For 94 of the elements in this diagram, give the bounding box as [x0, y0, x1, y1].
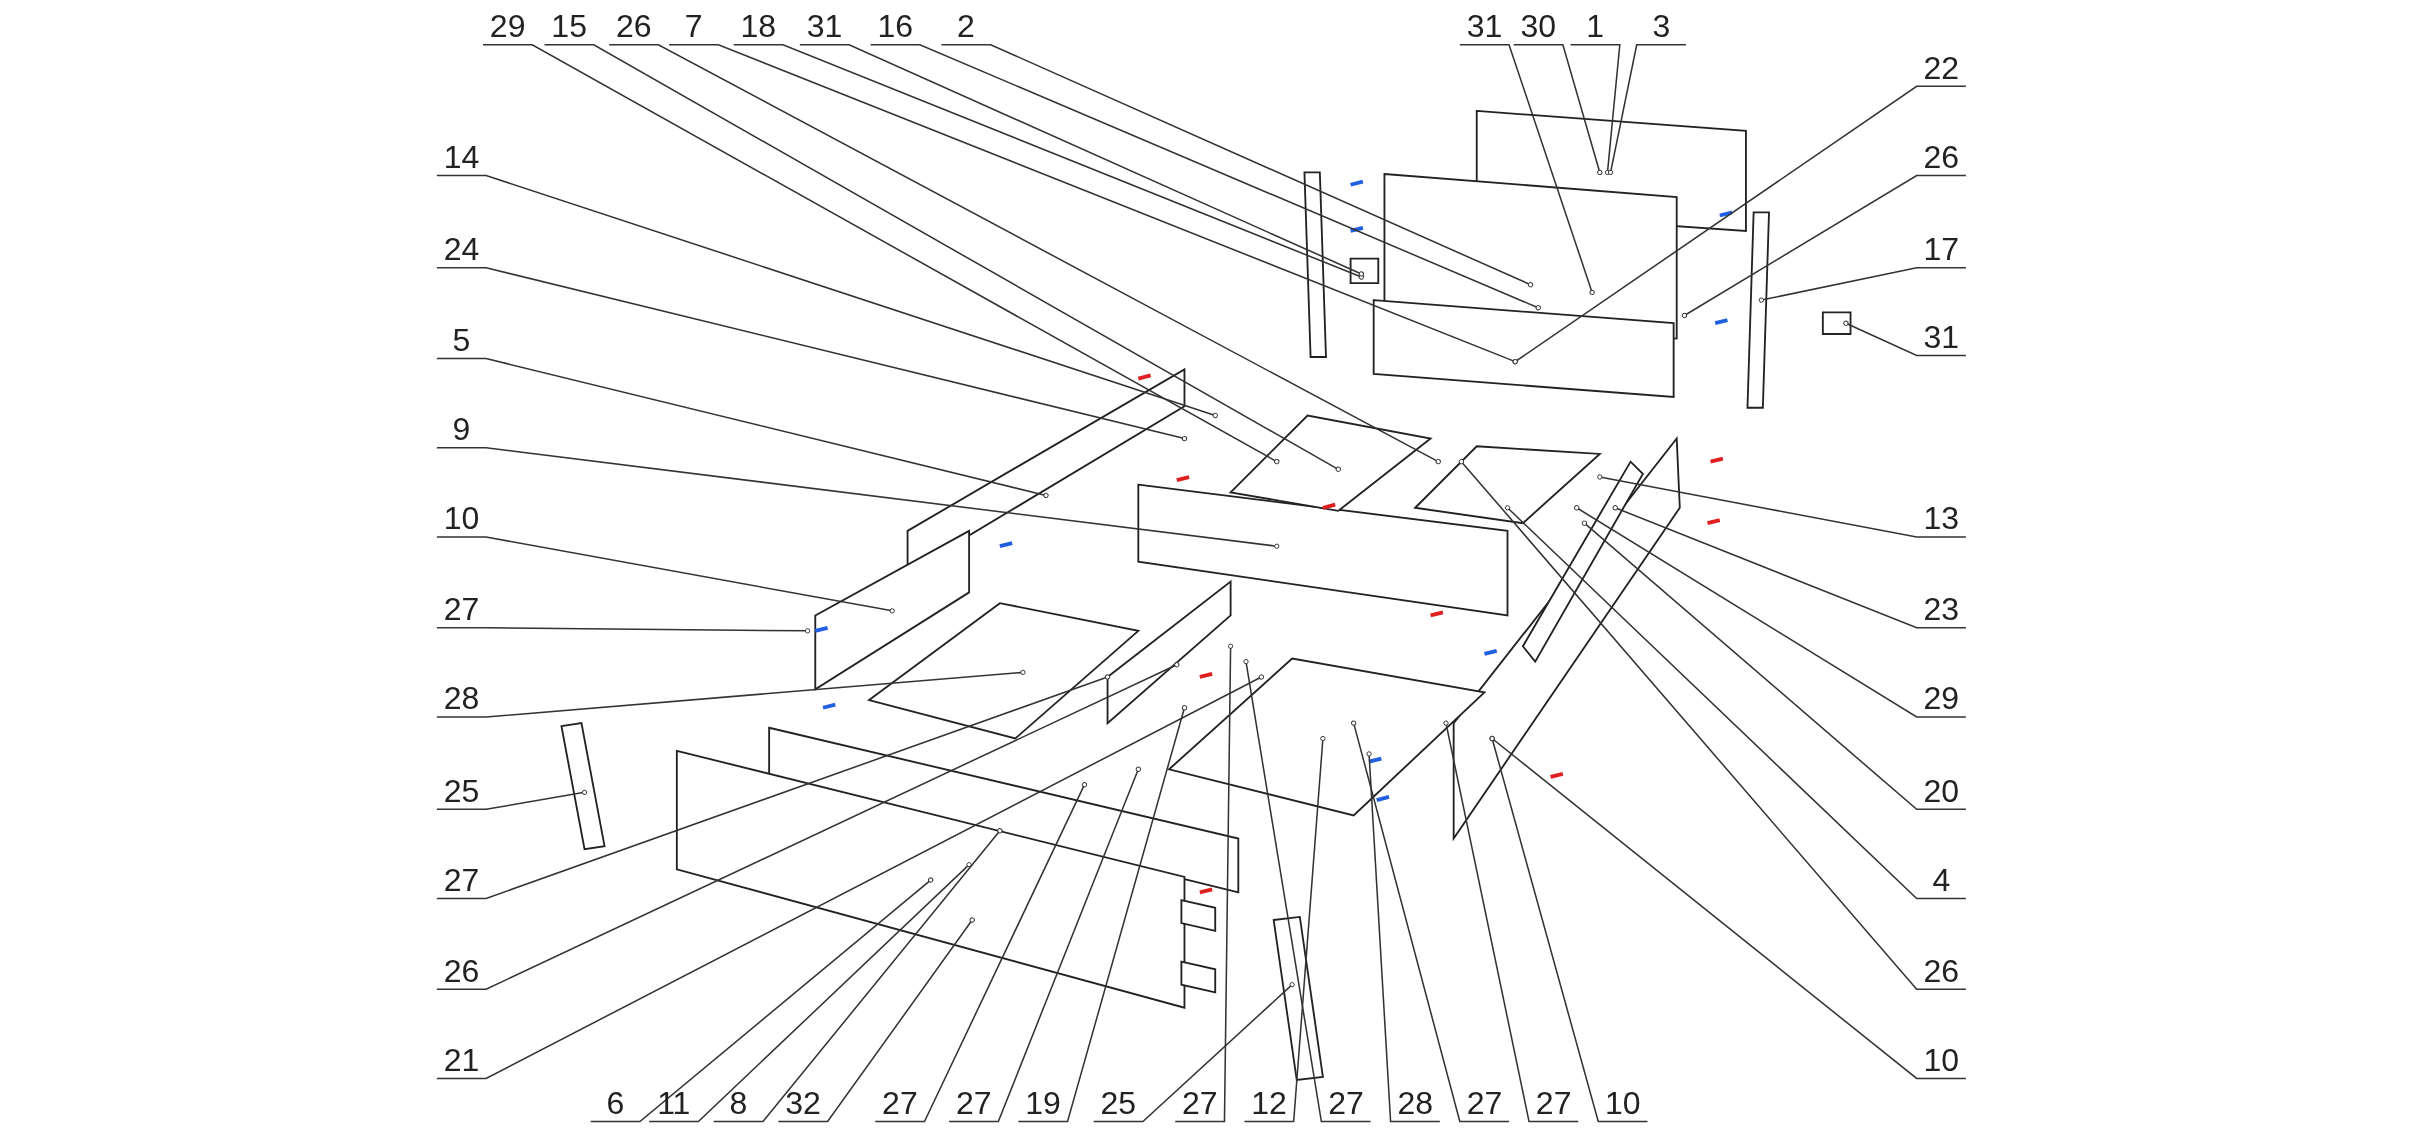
leader-line — [1243, 659, 1372, 1123]
callout-number: 22 — [1918, 50, 1965, 85]
leader-line — [648, 862, 972, 1123]
callout-number: 27 — [1322, 1086, 1369, 1120]
callout-number: 28 — [438, 681, 485, 716]
leader-line — [869, 44, 1541, 311]
callout-number: 29 — [484, 9, 531, 44]
leader-line — [436, 789, 588, 811]
leader-line — [589, 877, 934, 1123]
callout-number: 7 — [670, 9, 717, 44]
leader-line — [1243, 735, 1326, 1123]
leader-line — [436, 662, 1180, 990]
leader-line — [1569, 44, 1621, 176]
leader-line — [1758, 267, 1967, 303]
callout-number: 2 — [943, 9, 989, 44]
callout-number: 29 — [1918, 681, 1965, 716]
callout-number: 31 — [801, 9, 848, 44]
callout-number: 32 — [779, 1086, 826, 1120]
callout-number: 26 — [1918, 139, 1965, 174]
callout-number: 31 — [1918, 319, 1965, 354]
leader-line — [1681, 174, 1967, 319]
callout-number: 15 — [546, 9, 593, 44]
leader-line — [608, 44, 1441, 465]
callout-number: 27 — [438, 592, 485, 627]
leader-line — [436, 674, 1111, 900]
callout-number: 25 — [438, 773, 485, 808]
leader-line — [436, 174, 1218, 419]
leader-line — [1574, 505, 1967, 718]
callout-number: 5 — [438, 323, 485, 358]
leader-line — [1581, 520, 1967, 811]
leader-line — [436, 674, 1264, 1080]
callout-number: 26 — [1918, 953, 1965, 988]
callout-number: 1 — [1572, 9, 1619, 44]
callout-number: 18 — [735, 9, 782, 44]
callout-number: 21 — [438, 1042, 485, 1077]
callout-number: 27 — [876, 1086, 923, 1120]
leader-line — [436, 627, 811, 634]
callout-number: 10 — [1918, 1042, 1965, 1077]
leader-line — [1443, 720, 1580, 1123]
leader-line — [1489, 735, 1649, 1123]
leader-line — [482, 44, 1280, 465]
leader-line — [1092, 982, 1295, 1123]
callout-number: 3 — [1638, 9, 1685, 44]
callout-number: 9 — [438, 412, 485, 447]
leader-line — [1512, 44, 1603, 176]
callout-number: 28 — [1392, 1086, 1439, 1120]
callout-number: 26 — [438, 953, 485, 988]
callout-number: 4 — [1918, 862, 1965, 897]
callout-number: 8 — [715, 1086, 762, 1120]
leader-line — [1612, 505, 1967, 629]
callout-number: 20 — [1918, 773, 1965, 808]
leader-line — [436, 536, 895, 614]
leader-line — [1174, 643, 1234, 1123]
callout-number: 27 — [1530, 1086, 1577, 1120]
leader-line — [713, 828, 1003, 1123]
leader-line — [1459, 44, 1595, 296]
leader-line — [1351, 720, 1510, 1123]
leader-line — [436, 447, 1280, 549]
leader-line — [777, 917, 975, 1123]
leader-line — [1017, 705, 1188, 1123]
leader-line — [874, 782, 1088, 1123]
leader-line — [940, 44, 1534, 288]
callout-number: 27 — [950, 1086, 997, 1120]
callout-number: 26 — [610, 9, 657, 44]
callout-number: 10 — [438, 501, 485, 536]
callout-number: 24 — [438, 232, 485, 267]
leader-line — [1458, 459, 1967, 990]
callout-number: 19 — [1019, 1086, 1066, 1120]
callout-number: 31 — [1461, 9, 1508, 44]
leader-line — [543, 44, 1341, 472]
leader-line — [1366, 751, 1441, 1123]
callout-number: 23 — [1918, 592, 1965, 627]
callout-number: 10 — [1599, 1086, 1646, 1120]
callout-number: 17 — [1918, 232, 1965, 267]
leader-line — [1512, 85, 1967, 365]
leader-line — [1843, 320, 1967, 357]
leader-line — [436, 267, 1188, 442]
leader-line — [1607, 44, 1687, 176]
leader-line — [1597, 474, 1967, 538]
callout-number: 14 — [438, 139, 485, 174]
leader-line — [436, 669, 1026, 718]
leader-line — [1504, 505, 1967, 900]
callout-number: 27 — [438, 862, 485, 897]
callout-number: 27 — [1176, 1086, 1223, 1120]
callout-number: 25 — [1095, 1086, 1142, 1120]
callout-number: 16 — [872, 9, 919, 44]
leader-line — [948, 766, 1141, 1123]
callout-number: 27 — [1461, 1086, 1508, 1120]
callout-number: 13 — [1918, 501, 1965, 536]
callout-number: 11 — [650, 1086, 697, 1120]
callout-number: 6 — [592, 1086, 639, 1120]
leader-line — [436, 357, 1049, 499]
callout-number: 30 — [1515, 9, 1562, 44]
callout-number: 12 — [1246, 1086, 1293, 1120]
